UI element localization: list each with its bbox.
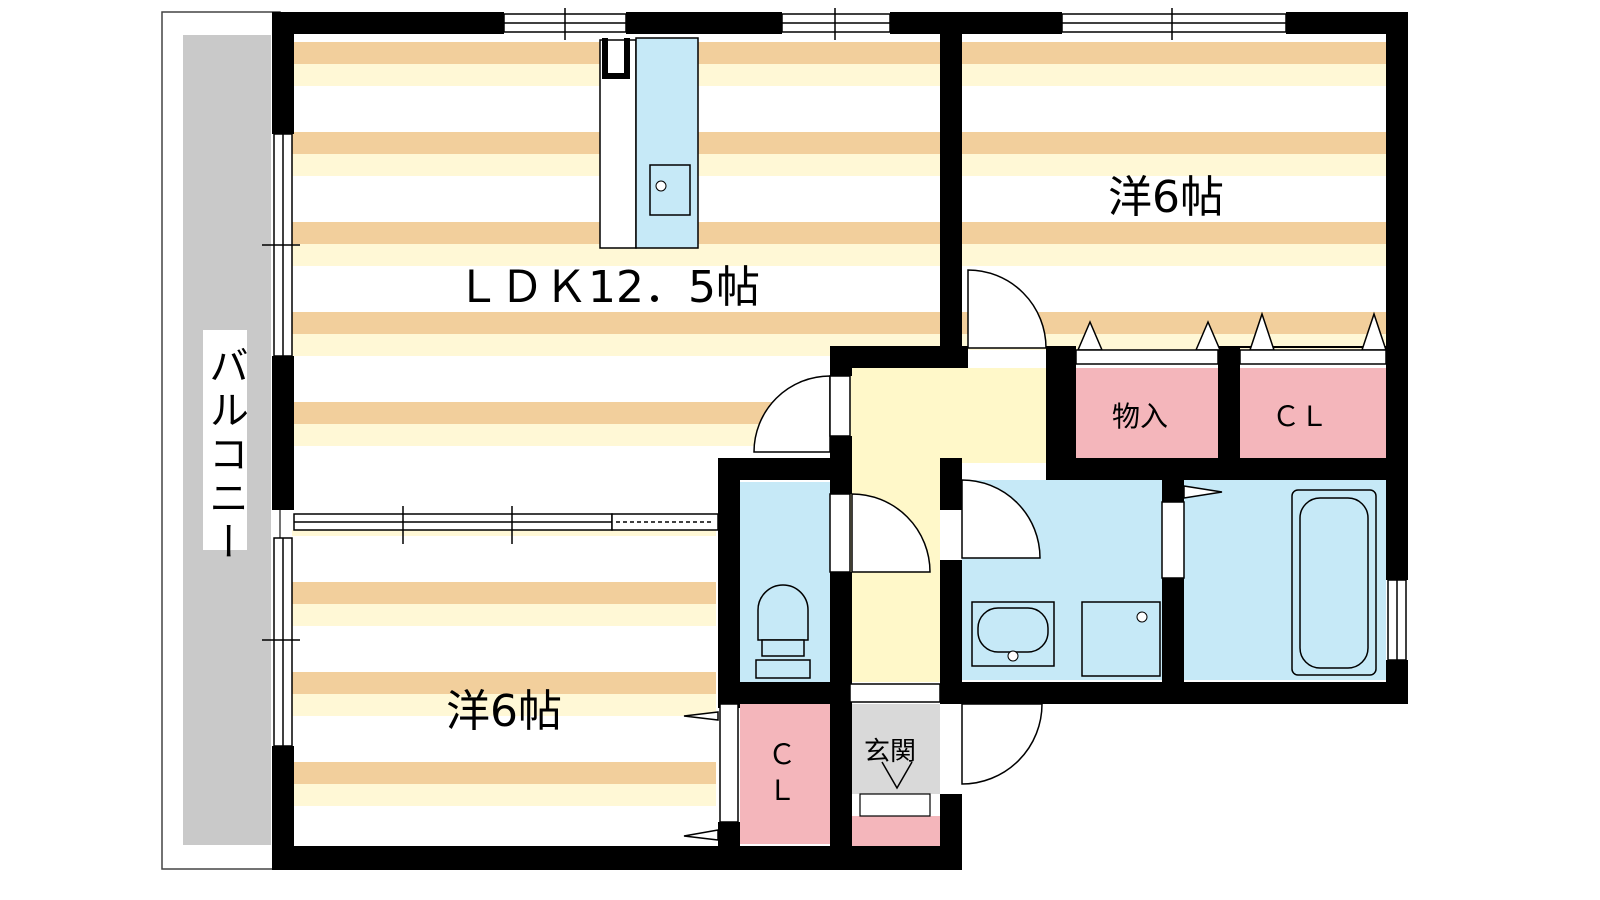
toilet-icon	[757, 584, 809, 641]
kitchen-counter	[635, 37, 699, 249]
western-south-floor	[292, 530, 716, 845]
sink-icon	[649, 164, 691, 216]
washing-machine-icon	[1081, 601, 1161, 677]
entrance-label: 玄関	[864, 737, 916, 767]
entrance-step-icon	[881, 761, 913, 790]
balcony-label: バルコニー	[202, 345, 248, 565]
doors	[683, 269, 1388, 841]
closet-south-label: Ｃ Ｌ	[768, 738, 805, 807]
walls	[272, 12, 1408, 870]
storage-label: 物入	[1112, 400, 1168, 433]
closet-north-label: ＣＬ	[1272, 400, 1328, 433]
closet-north	[1240, 368, 1386, 458]
storage-room	[1072, 368, 1218, 458]
windows	[262, 8, 1407, 747]
vent-icon	[602, 38, 630, 79]
ldk-label: ＬＤＫ12．5帖	[456, 262, 760, 313]
hallway-floor	[850, 368, 1050, 463]
closet-south	[740, 704, 830, 844]
entrance-shoe-box	[850, 816, 940, 846]
western-south-label: 洋6帖	[446, 686, 562, 737]
entrance-floor	[850, 704, 940, 794]
balcony-label-box	[203, 330, 247, 550]
western-north-label: 洋6帖	[1108, 172, 1224, 223]
western-north-floor	[962, 30, 1386, 350]
